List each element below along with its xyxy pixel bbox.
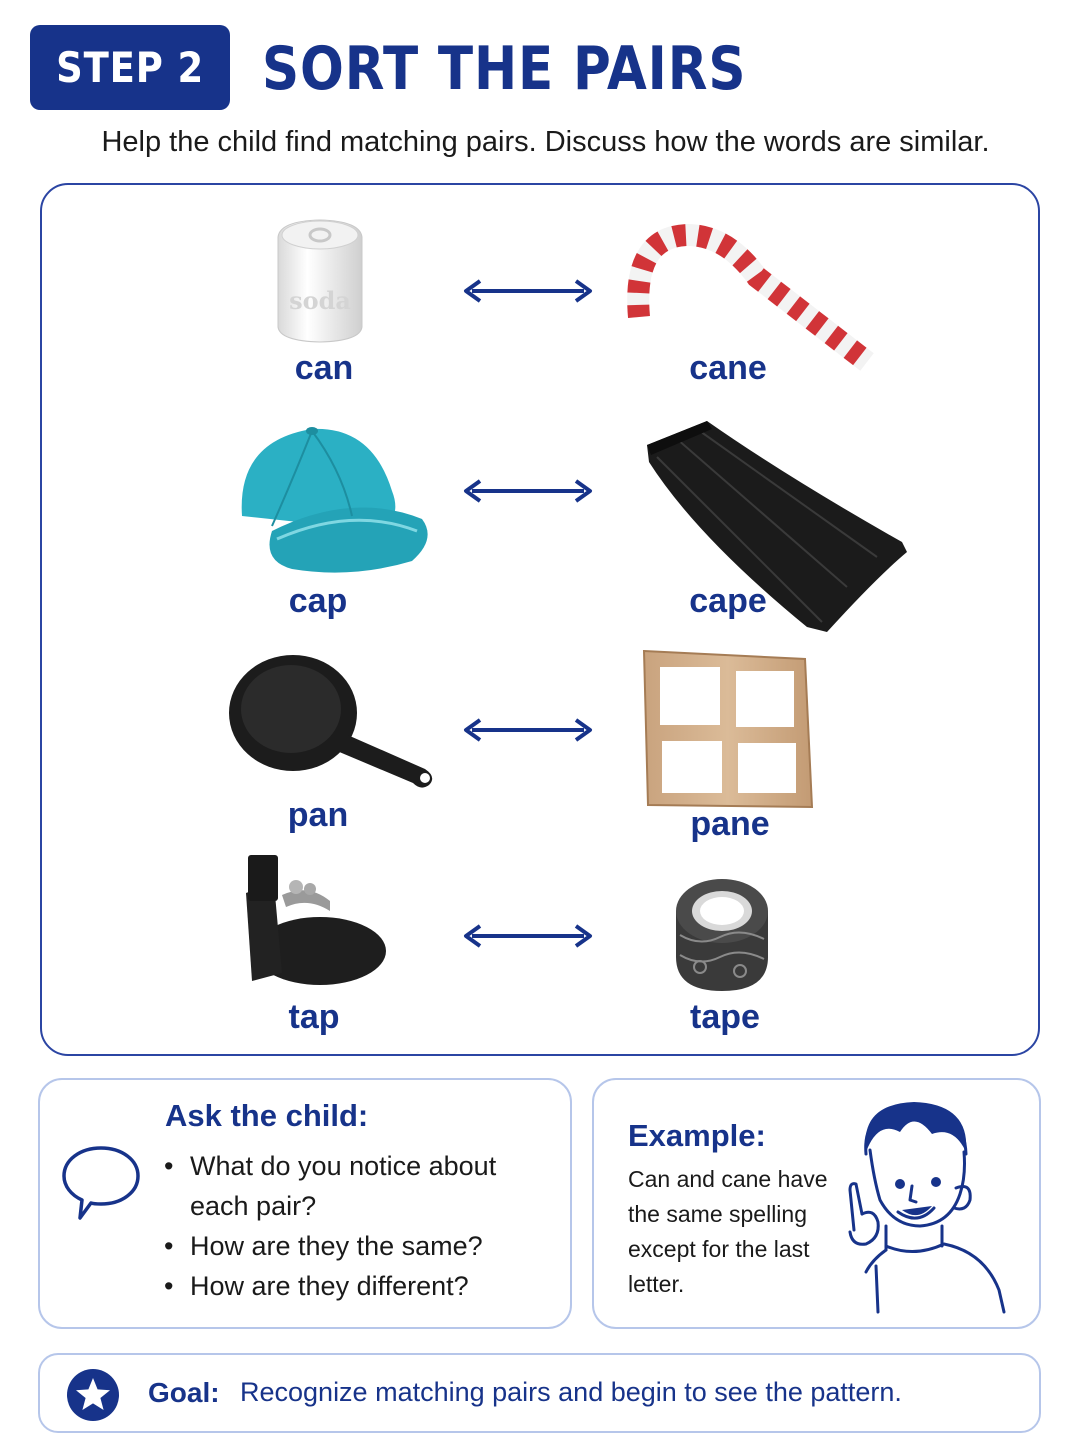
word-pane: pane [690,805,770,843]
double-arrow-icon [464,479,592,503]
cape-icon [647,421,907,632]
window-pane-icon [642,649,814,809]
question-list: What do you notice about each pair? How … [162,1146,507,1306]
example-title: Example: [628,1118,766,1153]
question-item: What do you notice about each pair? [162,1146,507,1226]
double-arrow-icon [464,924,592,948]
word-tap: tap [288,998,340,1036]
step-badge: STEP 2 [30,25,230,110]
ask-title: Ask the child: [165,1098,369,1133]
star-icon [67,1369,119,1421]
tape-roll-icon [676,879,768,991]
question-item: How are they the same? [162,1226,507,1266]
pointing-boy-icon [848,1102,1006,1314]
baseball-cap-icon [241,427,428,573]
goal-label: Goal: [148,1377,220,1408]
goal-text: Recognize matching pairs and begin to se… [240,1377,902,1407]
word-cape: cape [689,582,767,620]
word-pan: pan [287,796,349,834]
word-cap: cap [288,582,348,620]
double-arrow-icon [464,718,592,742]
soda-can-icon: soda [277,219,363,343]
word-tape: tape [690,998,760,1036]
pairs-panel: soda can cane cap cape [40,183,1040,1056]
candy-cane-icon [627,223,878,373]
step-label: STEP 2 [55,43,205,92]
svg-text:soda: soda [289,286,351,315]
frying-pan-icon [229,655,433,788]
example-text: Can and cane have the same spelling exce… [628,1166,828,1297]
goal-panel: Goal: Recognize matching pairs and begin… [38,1353,1041,1433]
ask-panel: Ask the child: What do you notice about … [38,1078,572,1329]
word-cane: cane [689,349,767,387]
word-can: can [294,349,354,387]
question-item: How are they different? [162,1266,507,1306]
example-panel: Example: Can and cane have the same spel… [592,1078,1041,1329]
page-subtitle: Help the child find matching pairs. Disc… [101,126,990,158]
speech-bubble-icon [62,1146,140,1220]
water-tap-icon [246,855,386,985]
page-title: SORT THE PAIRS [262,34,747,104]
double-arrow-icon [464,279,592,303]
